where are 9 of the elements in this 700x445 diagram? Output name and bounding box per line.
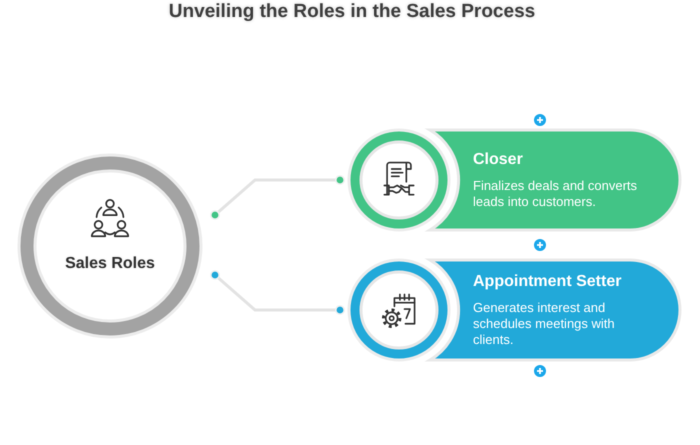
role-description: Generates interest and schedules meetings with clients.: [473, 300, 616, 348]
connector-line: [210, 175, 345, 220]
hub-label: Sales Roles: [65, 254, 155, 274]
role-title: Appointment Setter: [473, 272, 622, 291]
hub-circle: [17, 153, 203, 339]
role-description: Finalizes deals and converts leads into customers.: [473, 178, 638, 210]
role-title: Closer: [473, 150, 523, 169]
diagram-title: Unveiling the Roles in the Sales Process: [168, 1, 536, 23]
connector-line: [210, 270, 345, 315]
